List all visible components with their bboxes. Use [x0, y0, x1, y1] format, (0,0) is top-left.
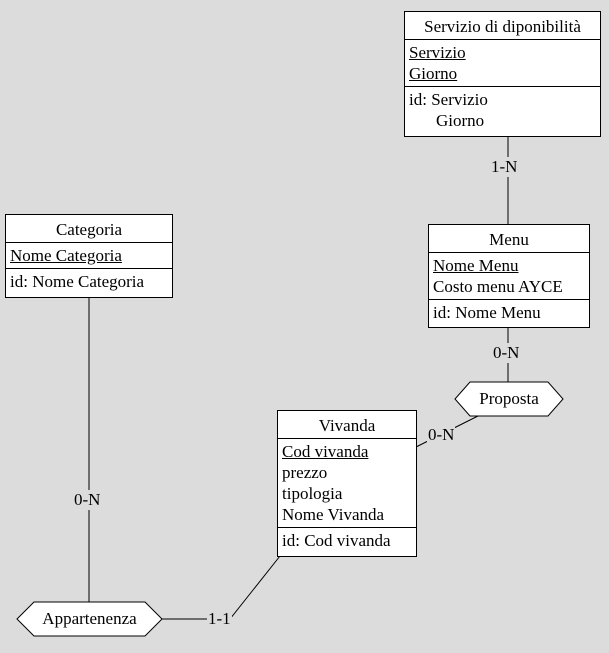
- entity-menu[interactable]: Menu Nome Menu Costo menu AYCE id: Nome …: [428, 224, 590, 328]
- entity-identifier: id: Servizio Giorno: [405, 86, 600, 133]
- entity-vivanda[interactable]: Vivanda Cod vivanda prezzo tipologia Nom…: [277, 410, 417, 557]
- appartenenza-shape: [16, 601, 163, 637]
- entity-title: Vivanda: [318, 416, 376, 435]
- entity-attributes: Cod vivanda prezzo tipologia Nome Vivand…: [278, 438, 416, 527]
- identifier-line: id: Cod vivanda: [282, 531, 391, 550]
- attribute-prezzo: prezzo: [282, 463, 328, 482]
- attribute-costo-menu: Costo menu AYCE: [433, 277, 563, 296]
- entity-servizio-disponibilita[interactable]: Servizio di diponibilità Servizio Giorno…: [404, 11, 601, 137]
- attribute-tipologia: tipologia: [282, 484, 343, 503]
- attribute-servizio: Servizio: [409, 43, 466, 62]
- identifier-line: id: Nome Menu: [433, 303, 541, 322]
- entity-identifier: id: Nome Categoria: [6, 268, 172, 294]
- identifier-continuation: Giorno: [436, 111, 485, 130]
- cardinality-servizio-menu: 1-N: [490, 157, 519, 177]
- attribute-nome-menu: Nome Menu: [433, 256, 519, 275]
- entity-attributes: Nome Categoria: [6, 242, 172, 268]
- entity-categoria[interactable]: Categoria Nome Categoria id: Nome Catego…: [5, 214, 173, 298]
- cardinality-categoria-appartenenza: 0-N: [73, 490, 102, 510]
- entity-title: Servizio di diponibilità: [424, 17, 581, 36]
- proposta-shape: [454, 381, 564, 417]
- identifier-line: id: Servizio: [409, 90, 488, 109]
- identifier-line: id: Nome Categoria: [10, 272, 145, 291]
- entity-identifier: id: Nome Menu: [429, 299, 589, 325]
- entity-title: Menu: [489, 230, 529, 249]
- entity-title: Categoria: [55, 220, 123, 239]
- attribute-nome-vivanda: Nome Vivanda: [282, 505, 385, 524]
- entity-attributes: Servizio Giorno: [405, 39, 600, 86]
- cardinality-menu-proposta: 0-N: [492, 343, 521, 363]
- attribute-giorno: Giorno: [409, 64, 458, 83]
- attribute-cod-vivanda: Cod vivanda: [282, 442, 369, 461]
- relationship-appartenenza[interactable]: Appartenenza: [42, 609, 137, 628]
- entity-identifier: id: Cod vivanda: [278, 527, 416, 553]
- relationship-proposta[interactable]: Proposta: [479, 389, 539, 408]
- entity-attributes: Nome Menu Costo menu AYCE: [429, 252, 589, 299]
- attribute-nome-categoria: Nome Categoria: [10, 246, 122, 265]
- cardinality-vivanda-proposta: 0-N: [427, 425, 456, 445]
- cardinality-vivanda-appartenenza: 1-1: [207, 609, 232, 629]
